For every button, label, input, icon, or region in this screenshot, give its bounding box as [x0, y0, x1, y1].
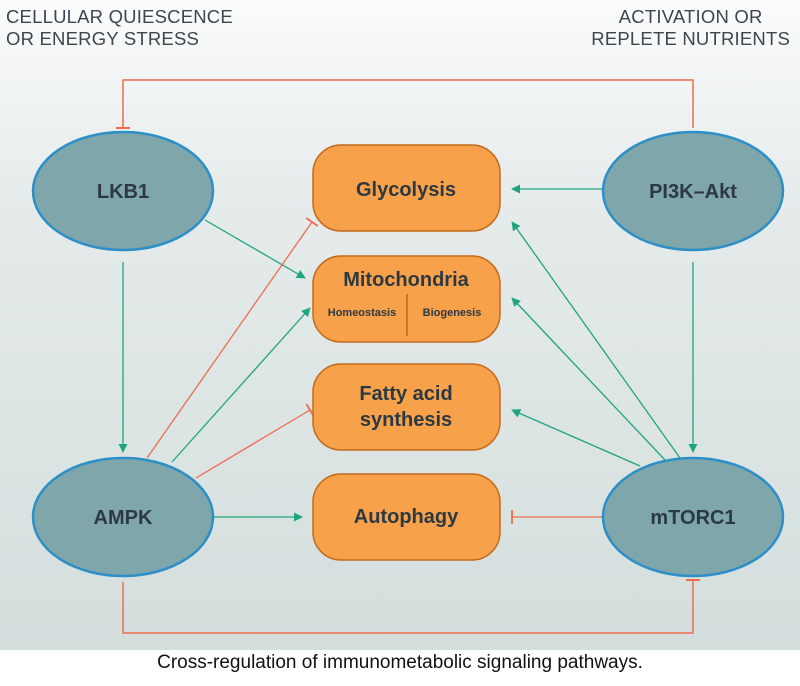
- process-mitochondria: Mitochondria Homeostasis Biogenesis: [312, 255, 501, 343]
- process-fatty-acid-synthesis: Fatty acid synthesis: [312, 363, 501, 451]
- mitochondria-homeostasis: Homeostasis: [328, 307, 396, 319]
- inhibition-ampk-to-fatty-acid: [195, 409, 311, 479]
- inhibition-ampk-to-glycolysis: [146, 221, 313, 459]
- mitochondria-biogenesis: Biogenesis: [423, 307, 482, 319]
- node-ampk-label: AMPK: [94, 507, 153, 529]
- context-right-line-2: REPLETE NUTRIENTS: [591, 28, 790, 49]
- arrow-ampk-to-mitochondria: [171, 307, 311, 463]
- process-glycolysis-label: Glycolysis: [356, 179, 456, 201]
- inhibition-pi3k-to-lkb1-top: [122, 79, 694, 128]
- arrow-mtorc1-to-fatty-acid: [511, 409, 641, 467]
- process-mitochondria-title: Mitochondria: [343, 269, 469, 291]
- context-right-line-1: ACTIVATION OR: [618, 6, 763, 27]
- process-autophagy: Autophagy: [312, 473, 501, 561]
- node-lkb1: LKB1: [31, 130, 215, 252]
- context-left-line-2: OR ENERGY STRESS: [6, 28, 200, 49]
- context-left-line-1: CELLULAR QUIESCENCE: [6, 6, 233, 27]
- diagram-background: CELLULAR QUIESCENCE OR ENERGY STRESS ACT…: [0, 0, 800, 650]
- node-mtorc1-label: mTORC1: [650, 507, 735, 529]
- figure-caption: Cross-regulation of immunometabolic sign…: [157, 652, 643, 673]
- arrow-mtorc1-to-mitochondria: [511, 297, 666, 461]
- node-pi3k-akt-label: PI3K–Akt: [649, 181, 737, 203]
- arrow-mtorc1-to-glycolysis: [511, 221, 681, 459]
- node-ampk: AMPK: [31, 456, 215, 578]
- process-autophagy-label: Autophagy: [354, 506, 459, 528]
- context-label-left: CELLULAR QUIESCENCE OR ENERGY STRESS: [6, 6, 233, 50]
- inhibition-ampk-to-mtorc1-bottom: [122, 580, 694, 634]
- fatty-acid-line-1: Fatty acid: [359, 383, 452, 405]
- node-pi3k-akt: PI3K–Akt: [601, 130, 785, 252]
- node-mtorc1: mTORC1: [601, 456, 785, 578]
- process-glycolysis: Glycolysis: [312, 144, 501, 232]
- arrow-lkb1-to-mitochondria: [204, 219, 306, 279]
- node-lkb1-label: LKB1: [97, 181, 149, 203]
- context-label-right: ACTIVATION OR REPLETE NUTRIENTS: [591, 6, 790, 50]
- fatty-acid-line-2: synthesis: [360, 409, 452, 431]
- inhibition-bar-glycolysis: [305, 217, 319, 227]
- signaling-diagram: LKB1 AMPK PI3K–Akt mTORC1 Glycolysis Mit…: [31, 79, 785, 634]
